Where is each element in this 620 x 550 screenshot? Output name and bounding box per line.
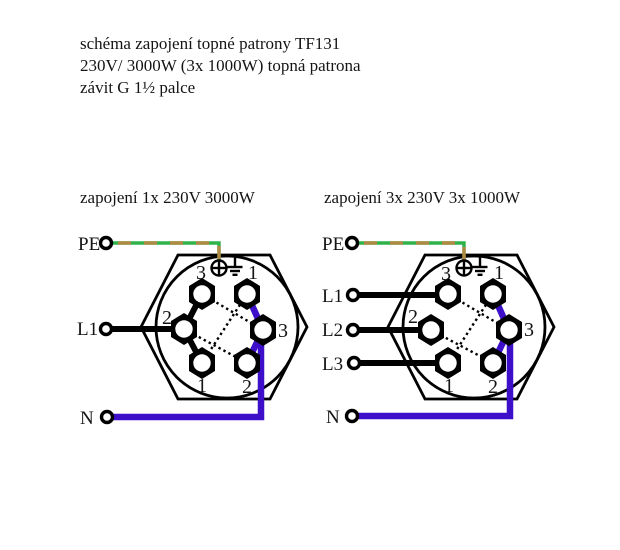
earth-ground-icon — [472, 256, 488, 276]
l2-input-terminal — [345, 322, 361, 338]
terminal-number-top-left: 3 — [441, 263, 451, 285]
heating-element-1-dotted — [446, 293, 495, 364]
pe-screw-icon — [210, 259, 228, 277]
terminal-stud-mid-right — [250, 314, 276, 346]
diagram-single-phase: PE L1 N 3 1 2 3 1 2 — [77, 234, 309, 429]
terminal-stud-top-right — [480, 278, 506, 310]
terminal-stud-bottom-left — [189, 347, 215, 379]
pe-label: PE — [78, 234, 100, 255]
l1-label: L1 — [322, 286, 343, 307]
terminal-stud-bottom-right — [234, 347, 260, 379]
terminal-hole — [484, 354, 502, 372]
terminal-number-mid-left: 2 — [408, 306, 418, 328]
pe-input-terminal — [344, 235, 360, 251]
subtitle-three-phase: zapojení 3x 230V 3x 1000W — [324, 188, 521, 207]
terminal-hole — [193, 285, 211, 303]
terminal-stud-mid-left — [418, 314, 444, 346]
terminal-hole — [484, 285, 502, 303]
pe-input-terminal — [98, 235, 114, 251]
l2-label: L2 — [322, 320, 343, 341]
title-line-1: schéma zapojení topné patrony TF131 — [80, 34, 341, 53]
page-title: schéma zapojení topné patrony TF131 230V… — [80, 33, 361, 99]
earth-ground-icon — [227, 256, 243, 276]
terminal-number-mid-right: 3 — [278, 320, 288, 342]
terminal-number-bottom-right: 2 — [488, 376, 498, 398]
terminal-stud-top-left — [435, 278, 461, 310]
heating-element-1-dotted — [200, 293, 249, 364]
n-label: N — [80, 408, 94, 429]
neutral-wire — [113, 330, 265, 421]
neutral-wire — [358, 330, 514, 420]
terminal-hole — [439, 354, 457, 372]
terminal-hole — [238, 354, 256, 372]
terminal-stud-bottom-left — [435, 347, 461, 379]
l1-label: L1 — [77, 319, 98, 340]
terminal-stud-mid-left — [171, 313, 197, 345]
n-label: N — [326, 407, 340, 428]
terminal-stud-top-right — [234, 278, 260, 310]
terminal-number-top-right: 1 — [248, 262, 258, 284]
pe-wire-green — [358, 241, 466, 261]
pe-wire-green — [112, 241, 221, 261]
l1-input-terminal — [98, 321, 114, 337]
terminal-hole — [422, 321, 440, 339]
diagram-three-phase: PE L1 L2 L3 N 3 1 2 3 1 2 — [322, 234, 556, 428]
terminal-stud-top-left — [189, 278, 215, 310]
title-line-3: závit G 1½ palce — [80, 78, 196, 97]
pe-wire-brown-stripes — [358, 241, 466, 261]
pe-wire-brown-stripes — [112, 241, 221, 261]
terminal-number-top-right: 1 — [494, 262, 504, 284]
n-input-terminal — [99, 409, 115, 425]
subtitle-single-phase: zapojení 1x 230V 3000W — [80, 188, 255, 207]
terminal-number-bottom-left: 1 — [444, 375, 454, 397]
l3-input-terminal — [346, 355, 362, 371]
terminal-number-bottom-right: 2 — [242, 376, 252, 398]
terminal-hole — [193, 354, 211, 372]
terminal-number-top-left: 3 — [196, 262, 206, 284]
title-line-2: 230V/ 3000W (3x 1000W) topná patrona — [80, 56, 361, 75]
terminal-hole — [175, 320, 193, 338]
pe-label: PE — [322, 234, 344, 255]
terminal-number-mid-right: 3 — [524, 319, 534, 341]
terminal-stud-bottom-right — [480, 347, 506, 379]
n-input-terminal — [344, 408, 360, 424]
terminal-hole — [254, 321, 272, 339]
terminal-hole — [500, 321, 518, 339]
terminal-number-mid-left: 2 — [162, 307, 172, 329]
terminal-stud-mid-right — [496, 314, 522, 346]
terminal-hole — [439, 285, 457, 303]
terminal-number-bottom-left: 1 — [197, 375, 207, 397]
l3-label: L3 — [322, 354, 343, 375]
pe-screw-icon — [455, 259, 473, 277]
l1-input-terminal — [345, 287, 361, 303]
terminal-hole — [238, 285, 256, 303]
